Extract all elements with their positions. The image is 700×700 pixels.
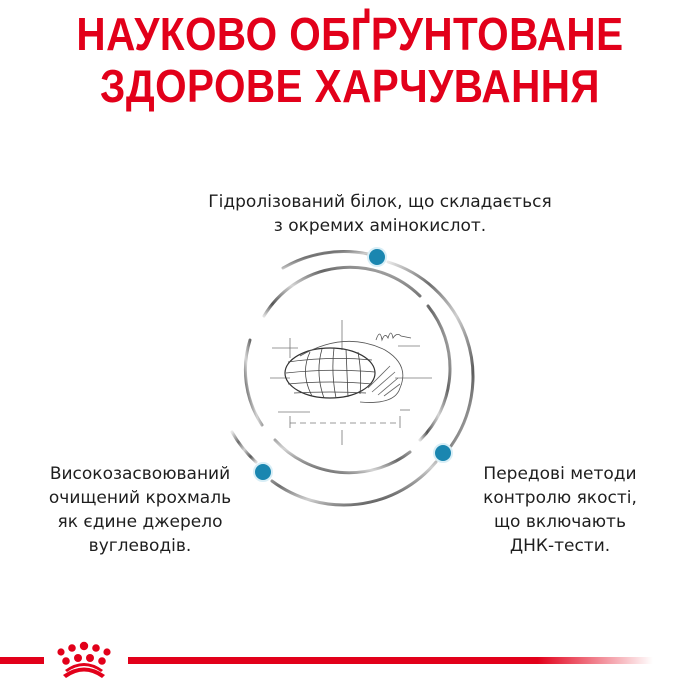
benefit-quality-control: Передові методи контролю якості, що вклю… bbox=[460, 462, 660, 558]
royal-crown-logo bbox=[57, 641, 111, 678]
benefit-text: контролю якості, bbox=[483, 488, 637, 508]
dot-top bbox=[367, 247, 387, 267]
benefit-hydrolysed-protein: Гідролізований білок, що складається з о… bbox=[150, 190, 610, 238]
benefit-text: очищений крохмаль bbox=[48, 488, 232, 508]
accent-dots bbox=[253, 247, 453, 482]
headline-line-1: НАУКОВО ОБҐРУНТОВАНЕ bbox=[76, 8, 624, 60]
benefit-text: що включають bbox=[494, 512, 626, 532]
headline-line-2: ЗДОРОВЕ ХАРЧУВАННЯ bbox=[100, 60, 600, 112]
benefit-purified-starch: Високозасвоюваний очищений крохмаль як є… bbox=[30, 462, 250, 558]
kibble-sketch-icon bbox=[270, 320, 432, 445]
inner-ring bbox=[243, 265, 452, 475]
benefit-text: як єдине джерело bbox=[57, 512, 223, 532]
dot-right bbox=[433, 443, 453, 463]
benefit-text: з окремих амінокислот. bbox=[273, 216, 487, 236]
benefit-text: Передові методи bbox=[483, 464, 637, 484]
brand-footer bbox=[0, 641, 653, 678]
benefit-text: ДНК-тести. bbox=[509, 536, 611, 556]
benefit-text: Високозасвоюваний bbox=[49, 464, 231, 484]
benefit-text: вуглеводів. bbox=[88, 536, 192, 556]
dot-left bbox=[253, 462, 273, 482]
outer-ring bbox=[230, 250, 475, 507]
benefit-text: Гідролізований білок, що складається bbox=[208, 192, 552, 212]
